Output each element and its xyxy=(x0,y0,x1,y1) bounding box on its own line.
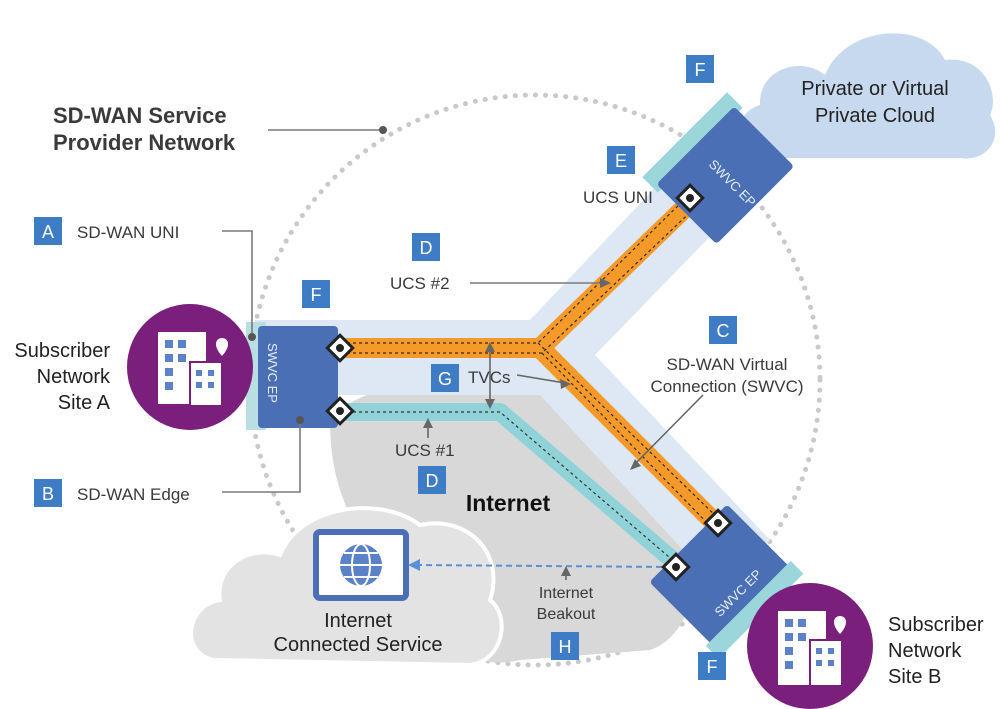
service-label-1: Internet xyxy=(324,610,392,632)
site-b-label-1: Subscriber xyxy=(888,614,984,636)
site-a-label-3: Site A xyxy=(58,392,111,414)
badge-a: A xyxy=(34,217,62,245)
sdwan-uni-label: SD-WAN UNI xyxy=(77,223,179,242)
badge-d-bottom: D xyxy=(418,466,446,494)
svg-text:F: F xyxy=(311,285,322,305)
title-line-2: Provider Network xyxy=(53,130,236,155)
site-a-icon xyxy=(127,304,253,430)
swvc-label-2: Connection (SWVC) xyxy=(650,377,803,396)
swvc-ep-a: SWVC EP xyxy=(246,322,338,430)
svg-text:E: E xyxy=(615,151,627,171)
internet-service-cloud: Internet Connected Service xyxy=(189,506,504,668)
internet-label: Internet xyxy=(466,490,551,516)
badge-c: C xyxy=(709,316,737,344)
swvc-ep-bottom: SWVC EP xyxy=(650,505,804,659)
ucs2-path xyxy=(335,190,728,536)
badge-f-bottom: F xyxy=(698,652,726,680)
badge-b: B xyxy=(34,479,62,507)
breakout-label-2: Beakout xyxy=(537,606,596,623)
svg-text:C: C xyxy=(717,321,730,341)
breakout-arrowhead xyxy=(408,559,420,571)
globe-icon xyxy=(340,543,382,587)
ucs2-label: UCS #2 xyxy=(390,274,450,293)
svg-text:G: G xyxy=(438,369,452,389)
svg-text:F: F xyxy=(695,60,706,80)
swvc-label-1: SD-WAN Virtual xyxy=(667,355,788,374)
badge-f-top: F xyxy=(686,55,714,83)
svg-text:A: A xyxy=(42,222,54,242)
svg-text:H: H xyxy=(559,637,572,657)
connector-icon xyxy=(325,183,733,582)
site-b-label-2: Network xyxy=(888,640,962,662)
tvc-line-internet xyxy=(335,411,691,576)
ucs1-label: UCS #1 xyxy=(395,441,455,460)
site-b-label-3: Site B xyxy=(888,666,941,688)
title-line-1: SD-WAN Service xyxy=(53,103,227,128)
sdwan-edge-label: SD-WAN Edge xyxy=(77,485,190,504)
svg-text:F: F xyxy=(707,657,718,677)
private-cloud-label-1: Private or Virtual xyxy=(801,78,948,100)
breakout-arrow xyxy=(414,564,673,568)
private-cloud: Private or Virtual Private Cloud xyxy=(739,33,996,159)
site-b-icon xyxy=(747,583,873,709)
svg-text:D: D xyxy=(420,238,433,258)
breakout-label-1: Internet xyxy=(539,585,594,602)
ucs-uni-label: UCS UNI xyxy=(583,188,653,207)
badge-h: H xyxy=(551,632,579,660)
provider-network-boundary xyxy=(247,92,823,668)
site-a-label-2: Network xyxy=(37,366,111,388)
service-label-2: Connected Service xyxy=(274,634,443,656)
svg-text:B: B xyxy=(42,484,54,504)
site-a-label-1: Subscriber xyxy=(14,340,110,362)
badge-d-top: D xyxy=(412,233,440,261)
swvc-ep-a-label: SWVC EP xyxy=(265,343,280,403)
badge-e: E xyxy=(607,146,635,174)
private-cloud-label-2: Private Cloud xyxy=(815,105,935,127)
svg-text:D: D xyxy=(426,471,439,491)
leader-lines xyxy=(222,126,704,580)
tvcs-label: TVCs xyxy=(468,368,511,387)
badge-f-left: F xyxy=(302,280,330,308)
badge-g: G xyxy=(431,364,459,392)
